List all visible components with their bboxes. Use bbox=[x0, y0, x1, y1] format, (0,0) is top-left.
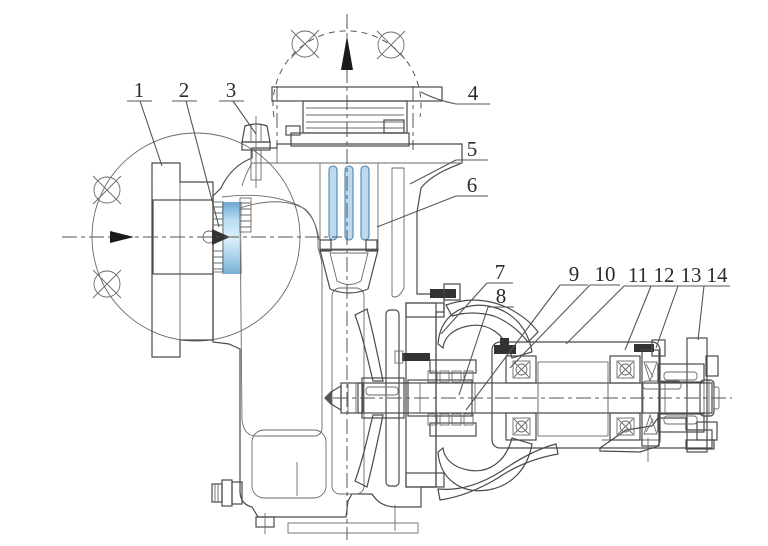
callout-14: 14 bbox=[697, 263, 730, 341]
hex-bolt-head-icon bbox=[241, 123, 271, 143]
drain-plug bbox=[211, 479, 243, 507]
flange-stud-nut bbox=[285, 125, 301, 136]
callout-2: 2 bbox=[172, 78, 220, 228]
bolt-hole-cross-icon bbox=[92, 269, 122, 299]
suction-flow-arrow-icon bbox=[110, 231, 134, 243]
casing-cover-bolt bbox=[239, 116, 271, 233]
callout-10: 10 bbox=[509, 262, 620, 369]
seal-housing bbox=[394, 302, 445, 488]
gland-lower bbox=[429, 422, 477, 437]
callout-7: 7 bbox=[440, 260, 513, 335]
oil-chamber bbox=[537, 361, 609, 437]
seal-rings-upper bbox=[427, 370, 474, 383]
baseplate-outline bbox=[287, 522, 419, 534]
discharge-flow-arrow-icon bbox=[341, 36, 353, 70]
callout-4: 4 bbox=[420, 81, 490, 105]
bearing-housing bbox=[491, 338, 713, 462]
valve-slot bbox=[328, 165, 338, 241]
discharge-flange-plate bbox=[271, 86, 443, 102]
callout-label: 14 bbox=[707, 263, 729, 287]
valve-slot bbox=[360, 165, 370, 241]
oil-seal-upper bbox=[643, 361, 658, 383]
pipe-threads bbox=[306, 107, 404, 129]
suction-flange-body bbox=[151, 162, 214, 358]
callout-label: 3 bbox=[226, 78, 237, 102]
bracket-upper-web bbox=[445, 299, 539, 343]
water-passages bbox=[222, 201, 365, 499]
gland-upper bbox=[429, 359, 477, 374]
impeller-front-shroud-upper bbox=[354, 308, 384, 382]
casing-cover-plate bbox=[405, 302, 437, 488]
mechanical-seal bbox=[427, 359, 477, 437]
impeller bbox=[354, 308, 405, 488]
gland-bolt bbox=[394, 350, 430, 364]
flange-stud-nut bbox=[383, 119, 405, 134]
callout-12: 12 bbox=[624, 263, 678, 351]
bolt-hole-cross-icon bbox=[92, 175, 122, 205]
callout-11: 11 bbox=[565, 263, 652, 345]
valve-seat bbox=[365, 239, 378, 252]
oil-seal-lower bbox=[643, 413, 658, 435]
callout-1: 1 bbox=[127, 78, 163, 167]
hub-keyway bbox=[365, 386, 399, 396]
callout-label: 11 bbox=[628, 263, 648, 287]
bolt-hole-cross-icon bbox=[290, 29, 320, 59]
bearing-bracket bbox=[437, 299, 559, 501]
bracket-stud bbox=[430, 283, 461, 301]
casing-lower-cavity bbox=[251, 429, 327, 499]
nut-tip bbox=[324, 391, 331, 405]
valve-bowl bbox=[319, 249, 379, 294]
coupling-plate bbox=[686, 337, 708, 453]
bracket-lower-web bbox=[437, 443, 559, 501]
bearing-housing-foot bbox=[599, 417, 713, 453]
suction-flange bbox=[151, 162, 230, 358]
callout-8: 8 bbox=[458, 284, 514, 396]
callout-5: 5 bbox=[409, 137, 488, 185]
suction-passage bbox=[222, 202, 242, 274]
keyway bbox=[642, 380, 682, 390]
callout-label: 5 bbox=[467, 137, 478, 161]
callout-6: 6 bbox=[376, 173, 488, 228]
callout-3: 3 bbox=[219, 78, 257, 135]
impeller-front-shroud-lower bbox=[354, 414, 384, 488]
valve-seat bbox=[319, 239, 332, 252]
coupling-hub bbox=[657, 337, 720, 453]
discharge-side-gap bbox=[391, 167, 405, 298]
callout-label: 10 bbox=[595, 262, 616, 286]
callout-label: 9 bbox=[569, 262, 580, 286]
ball-bearing-left bbox=[505, 355, 537, 441]
callout-13: 13 bbox=[655, 263, 704, 349]
callout-label: 2 bbox=[179, 78, 190, 102]
callout-9: 9 bbox=[465, 262, 588, 411]
valve-bowl-cavity bbox=[329, 252, 369, 285]
callout-label: 8 bbox=[496, 284, 507, 308]
callout-label: 12 bbox=[654, 263, 675, 287]
bolt-hole-cross-icon bbox=[376, 30, 406, 60]
callout-label: 6 bbox=[467, 173, 478, 197]
bearing-housing-body bbox=[491, 341, 661, 449]
callout-label: 4 bbox=[468, 81, 479, 105]
callout-label: 1 bbox=[134, 78, 145, 102]
discharge-bolt-circle-arc bbox=[272, 30, 422, 118]
seal-rings-lower bbox=[427, 413, 474, 426]
bracket-lower-rib bbox=[437, 437, 533, 492]
valve-slot bbox=[344, 165, 354, 241]
centerlines bbox=[62, 14, 732, 540]
discharge-throat bbox=[319, 162, 379, 250]
callout-label: 7 bbox=[495, 260, 506, 284]
priming-chamber-water bbox=[239, 201, 323, 437]
callouts: 1 2 3 4 5 6 7 8 bbox=[127, 78, 730, 411]
discharge-channel bbox=[319, 162, 405, 298]
ball-bearing-right bbox=[609, 355, 641, 441]
callout-label: 13 bbox=[681, 263, 702, 287]
discharge-flange bbox=[271, 86, 443, 147]
discharge-flange-projection bbox=[272, 29, 422, 150]
grease-fitting bbox=[494, 338, 516, 354]
